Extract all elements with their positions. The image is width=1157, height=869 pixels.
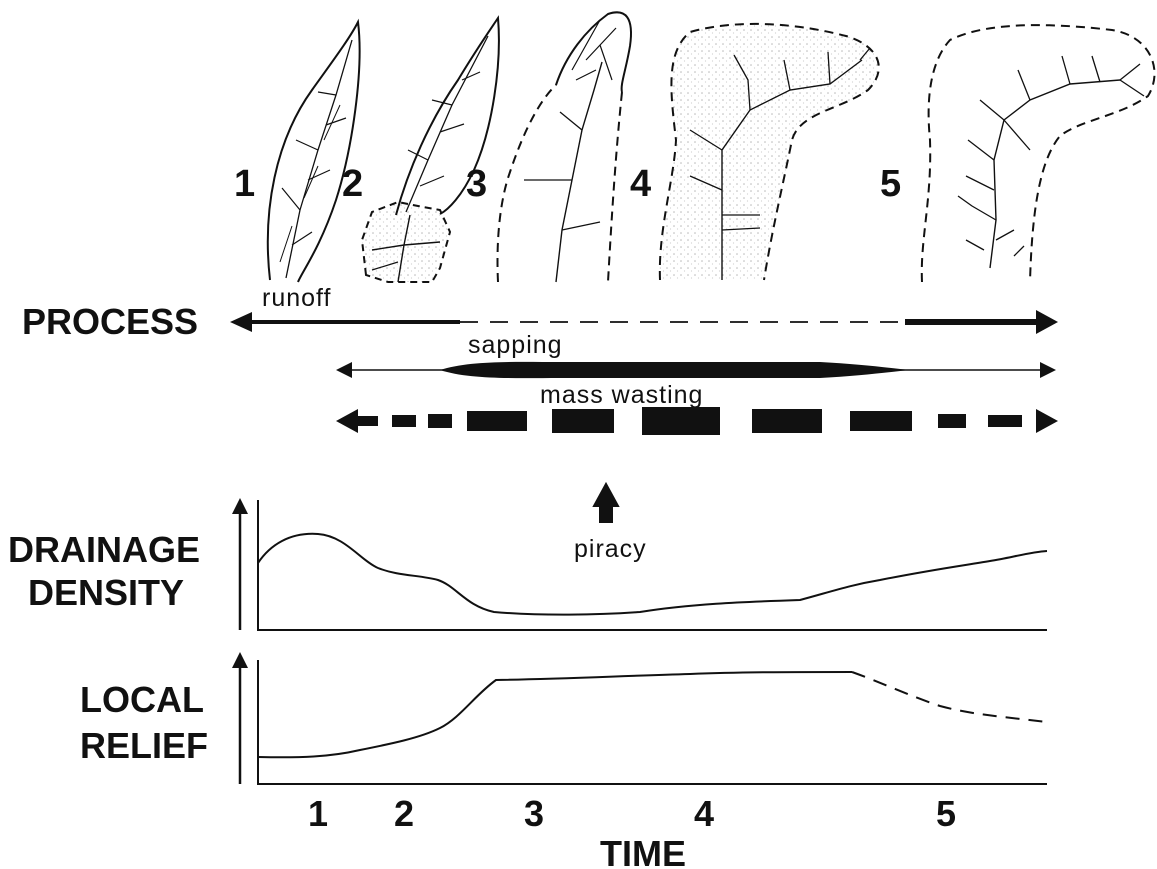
stage-5-sketch: [922, 25, 1155, 282]
mass-wasting-label: mass wasting: [540, 381, 703, 409]
drainage-density-label-line1: DRAINAGE: [8, 529, 200, 570]
stage-label-3: 3: [466, 163, 487, 205]
mass-wasting-arrow: mass wasting: [336, 381, 1058, 435]
local-relief-curve-dashed: [852, 672, 1047, 722]
local-relief-axis-arrow: [232, 652, 248, 784]
time-tick-4: 4: [694, 793, 714, 834]
stage-3-sketch: [498, 12, 632, 282]
stage-label-1: 1: [234, 163, 255, 205]
time-tick-1: 1: [308, 793, 328, 834]
time-tick-5: 5: [936, 793, 956, 834]
sapping-arrow: sapping: [336, 331, 1056, 378]
stage-2-sketch: [362, 18, 499, 282]
local-relief-label-line1: LOCAL: [80, 679, 204, 720]
local-relief-curve-solid: [258, 672, 852, 757]
drainage-density-label-line2: DENSITY: [28, 572, 184, 613]
stage-1-sketch: [268, 22, 360, 282]
stage-label-4: 4: [630, 163, 651, 205]
stage-label-5: 5: [880, 163, 901, 205]
time-tick-2: 2: [394, 793, 414, 834]
local-relief-axes: [258, 660, 1047, 784]
sapping-label: sapping: [468, 331, 563, 359]
time-tick-3: 3: [524, 793, 544, 834]
drainage-density-axis-arrow: [232, 498, 248, 630]
piracy-indicator: piracy: [574, 484, 647, 563]
runoff-arrow: runoff: [230, 284, 1058, 334]
local-relief-label-line2: RELIEF: [80, 725, 208, 766]
stage-label-2: 2: [342, 163, 363, 205]
time-axis-label: TIME: [600, 833, 686, 869]
process-label: PROCESS: [22, 301, 198, 342]
time-axis-ticks: 1 2 3 4 5: [308, 793, 956, 834]
runoff-label: runoff: [262, 284, 331, 312]
stage-4-sketch: [660, 24, 879, 280]
piracy-label: piracy: [574, 535, 647, 563]
drainage-density-curve: [258, 534, 1047, 615]
